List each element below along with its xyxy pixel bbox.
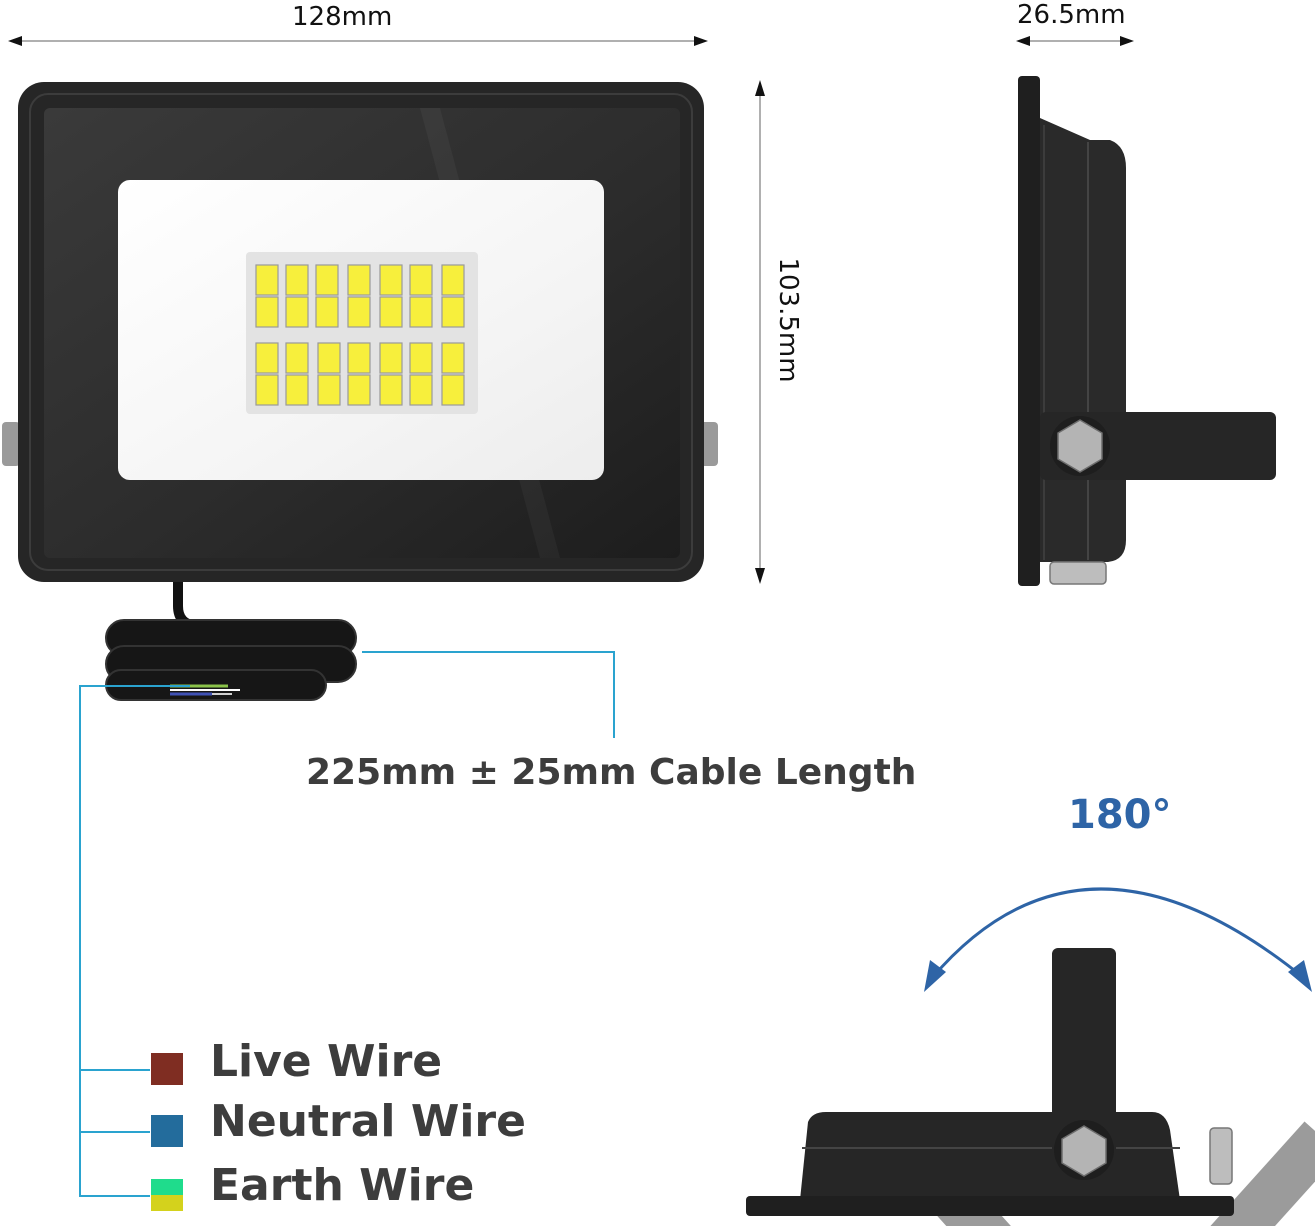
rotation-angle-label: 180° [1068, 792, 1172, 838]
led-array [254, 263, 470, 413]
height-label: 103.5mm [773, 257, 803, 383]
earth-wire-swatch [151, 1179, 183, 1211]
live-wire-label: Live Wire [210, 1036, 443, 1087]
earth-wire-label: Earth Wire [210, 1160, 475, 1211]
neutral-wire-swatch [151, 1115, 183, 1147]
live-wire-swatch [151, 1053, 183, 1085]
width-label: 128mm [292, 2, 393, 32]
cable-length-label: 225mm ± 25mm Cable Length [306, 752, 917, 793]
neutral-wire-label: Neutral Wire [210, 1096, 526, 1147]
depth-label: 26.5mm [1017, 0, 1126, 30]
led-chips-icon [255, 264, 465, 406]
